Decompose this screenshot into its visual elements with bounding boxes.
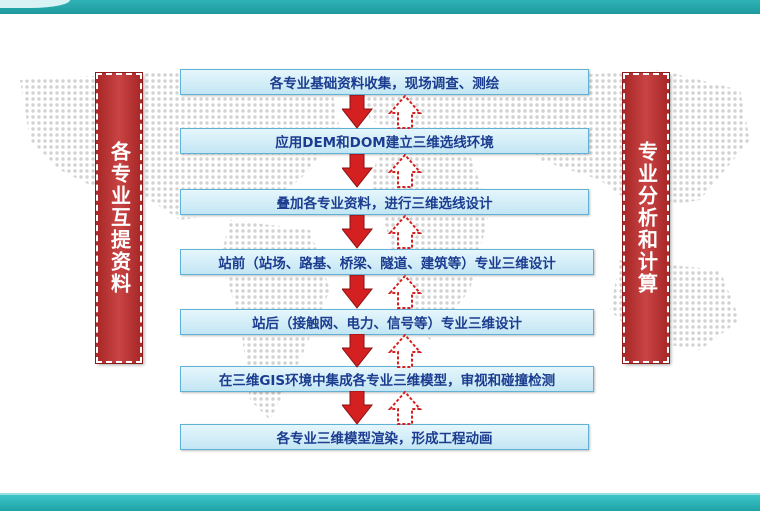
up-arrow-outline-icon xyxy=(387,275,423,309)
top-banner xyxy=(0,0,760,14)
step-7-label: 各专业三维模型渲染，形成工程动画 xyxy=(276,431,493,447)
arrow-pair-5 xyxy=(342,334,423,368)
step-1: 各专业基础资料收集，现场调查、测绘 xyxy=(180,69,589,95)
down-arrow-icon xyxy=(342,391,374,425)
step-7: 各专业三维模型渲染，形成工程动画 xyxy=(180,424,589,450)
step-4-label: 站前（站场、路基、桥梁、隧道、建筑等）专业三维设计 xyxy=(218,256,556,272)
left-label: 各专业互提资料 xyxy=(107,141,132,295)
bottom-banner xyxy=(0,493,760,511)
arrow-pair-4 xyxy=(342,275,423,309)
step-2: 应用DEM和DOM建立三维选线环境 xyxy=(180,128,589,154)
up-arrow-outline-icon xyxy=(387,154,423,188)
up-arrow-outline-icon xyxy=(387,391,423,425)
step-5-label: 站后（接触网、电力、信号等）专业三维设计 xyxy=(252,316,522,332)
step-6: 在三维GIS环境中集成各专业三维模型，审视和碰撞检测 xyxy=(180,366,594,392)
down-arrow-icon xyxy=(342,275,374,309)
up-arrow-outline-icon xyxy=(387,215,423,249)
step-5: 站后（接触网、电力、信号等）专业三维设计 xyxy=(180,309,594,335)
arrow-pair-6 xyxy=(342,391,423,425)
step-1-label: 各专业基础资料收集，现场调查、测绘 xyxy=(269,76,500,92)
arrow-pair-1 xyxy=(342,95,423,129)
up-arrow-outline-icon xyxy=(387,95,423,129)
down-arrow-icon xyxy=(342,154,374,188)
arrow-pair-2 xyxy=(342,154,423,188)
down-arrow-icon xyxy=(342,95,374,129)
arrow-pair-3 xyxy=(342,215,423,249)
up-arrow-outline-icon xyxy=(387,334,423,368)
left-label-box: 各专业互提资料 xyxy=(95,72,143,364)
step-2-label: 应用DEM和DOM建立三维选线环境 xyxy=(275,135,494,151)
down-arrow-icon xyxy=(342,215,374,249)
right-label: 专业分析和计算 xyxy=(634,141,659,295)
step-3-label: 叠加各专业资料，进行三维选线设计 xyxy=(276,196,493,212)
down-arrow-icon xyxy=(342,334,374,368)
step-6-label: 在三维GIS环境中集成各专业三维模型，审视和碰撞检测 xyxy=(218,373,556,389)
right-label-box: 专业分析和计算 xyxy=(622,72,670,364)
top-banner-curve xyxy=(0,0,70,8)
step-4: 站前（站场、路基、桥梁、隧道、建筑等）专业三维设计 xyxy=(180,249,594,275)
step-3: 叠加各专业资料，进行三维选线设计 xyxy=(180,189,589,215)
